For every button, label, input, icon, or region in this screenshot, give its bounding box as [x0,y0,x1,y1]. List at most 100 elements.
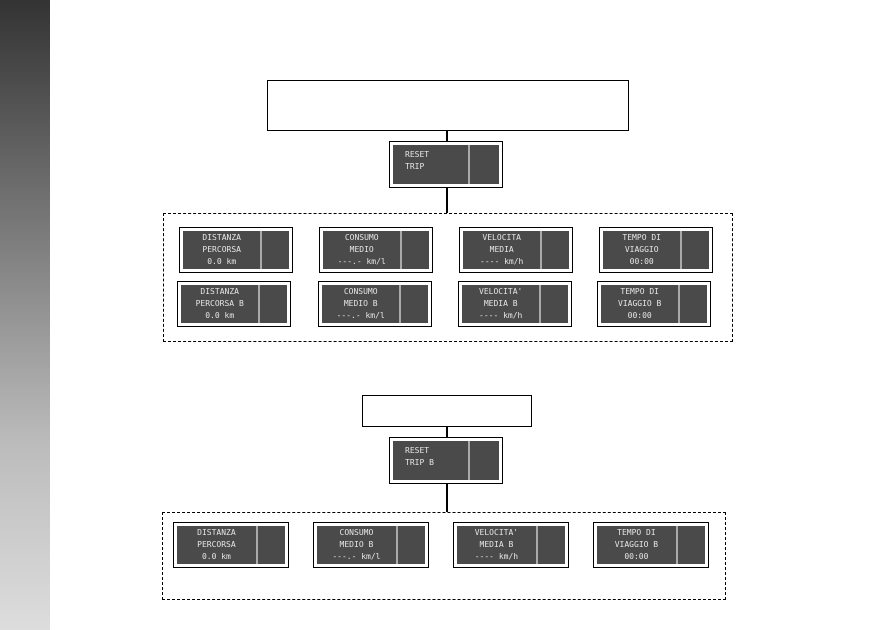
trip-a-travel-time-screen[interactable]: TEMPO DI VIAGGIO 00:00 [599,227,713,273]
display-side-panel [402,231,429,269]
display-line: RESET [405,446,430,455]
display-text: RESET TRIP [393,145,471,184]
display-line: PERCORSA [202,245,241,254]
display-line: RESET [405,150,430,159]
display-line: TRIP [405,162,425,171]
trip-a-speed-b-screen[interactable]: VELOCITA' MEDIA B ---- km/h [458,281,572,327]
display-screen: TEMPO DI VIAGGIO B 00:00 [601,285,707,323]
display-text: CONSUMO MEDIO B ---.- km/l [322,285,402,323]
display-line: ---.- km/l [337,257,386,266]
display-line: 0.0 km [205,311,235,320]
connector-line [446,187,448,213]
reset-trip-b-screen[interactable]: RESET TRIP B [389,437,503,484]
display-line: MEDIA B [479,540,514,549]
display-side-panel [470,441,499,480]
trip-menu-header-box [267,80,629,131]
display-line: DISTANZA [197,528,236,537]
display-line: 00:00 [627,311,652,320]
display-line: TRIP B [405,458,434,467]
trip-b-header-box [362,395,532,427]
display-screen: CONSUMO MEDIO B ---.- km/l [322,285,428,323]
display-line: TEMPO DI [620,287,659,296]
display-screen: RESET TRIP B [393,441,499,480]
page-edge-gradient [0,0,50,630]
display-side-panel [470,145,499,184]
display-side-panel [401,285,428,323]
trip-b-group [162,512,726,600]
display-line: CONSUMO [339,528,374,537]
trip-b-consumption-screen[interactable]: CONSUMO MEDIO B ---.- km/l [313,522,429,568]
display-text: VELOCITA' MEDIA B ---- km/h [457,526,538,564]
display-screen: CONSUMO MEDIO B ---.- km/l [317,526,425,564]
display-line: 00:00 [624,552,649,561]
display-line: 0.0 km [201,552,231,561]
display-line: ---- km/h [479,311,523,320]
display-screen: VELOCITA' MEDIA B ---- km/h [462,285,568,323]
display-screen: DISTANZA PERCORSA 0.0 km [183,231,289,269]
connector-line [446,130,448,141]
display-line: 0.0 km [207,257,237,266]
display-line: VELOCITA [482,233,521,242]
trip-a-distance-screen[interactable]: DISTANZA PERCORSA 0.0 km [179,227,293,273]
display-text: DISTANZA PERCORSA 0.0 km [177,526,258,564]
display-line: VELOCITA' [479,287,523,296]
trip-b-distance-screen[interactable]: DISTANZA PERCORSA 0.0 km [173,522,289,568]
display-line: VIAGGIO [624,245,659,254]
display-line: MEDIA B [483,299,518,308]
display-screen: TEMPO DI VIAGGIO 00:00 [603,231,709,269]
reset-trip-screen[interactable]: RESET TRIP [389,141,503,188]
display-side-panel [258,526,285,564]
display-side-panel [542,231,569,269]
display-side-panel [398,526,425,564]
display-line: ---- km/h [474,552,519,561]
display-line: VELOCITA' [474,528,519,537]
display-side-panel [682,231,709,269]
display-line: PERCORSA [197,540,236,549]
display-side-panel [541,285,568,323]
display-screen: RESET TRIP [393,145,499,184]
display-side-panel [538,526,565,564]
trip-a-speed-screen[interactable]: VELOCITA MEDIA ---- km/h [459,227,573,273]
display-line: ---.- km/l [336,311,385,320]
display-screen: VELOCITA MEDIA ---- km/h [463,231,569,269]
display-text: TEMPO DI VIAGGIO B 00:00 [601,285,681,323]
display-text: TEMPO DI VIAGGIO 00:00 [603,231,683,269]
display-side-panel [680,285,707,323]
display-text: DISTANZA PERCORSA 0.0 km [183,231,263,269]
display-line: ---.- km/l [332,552,381,561]
display-line: TEMPO DI [622,233,661,242]
display-line: MEDIO B [343,299,378,308]
display-side-panel [260,285,287,323]
trip-a-travel-time-b-screen[interactable]: TEMPO DI VIAGGIO B 00:00 [597,281,711,327]
trip-b-speed-screen[interactable]: VELOCITA' MEDIA B ---- km/h [453,522,569,568]
display-screen: DISTANZA PERCORSA 0.0 km [177,526,285,564]
display-line: DISTANZA [200,287,239,296]
display-line: 00:00 [629,257,654,266]
display-line: TEMPO DI [617,528,656,537]
display-line: MEDIO [349,245,374,254]
display-line: CONSUMO [343,287,378,296]
trip-a-consumption-b-screen[interactable]: CONSUMO MEDIO B ---.- km/l [318,281,432,327]
display-line: VIAGGIO B [618,299,662,308]
display-text: VELOCITA' MEDIA B ---- km/h [462,285,542,323]
display-side-panel [678,526,705,564]
display-line: MEDIO B [339,540,374,549]
display-line: ---- km/h [480,257,524,266]
display-text: CONSUMO MEDIO B ---.- km/l [317,526,398,564]
display-side-panel [262,231,289,269]
display-text: RESET TRIP B [393,441,471,480]
connector-line [446,426,448,437]
display-line: MEDIA [489,245,514,254]
display-screen: VELOCITA' MEDIA B ---- km/h [457,526,565,564]
connector-line [446,483,448,512]
display-line: DISTANZA [202,233,241,242]
